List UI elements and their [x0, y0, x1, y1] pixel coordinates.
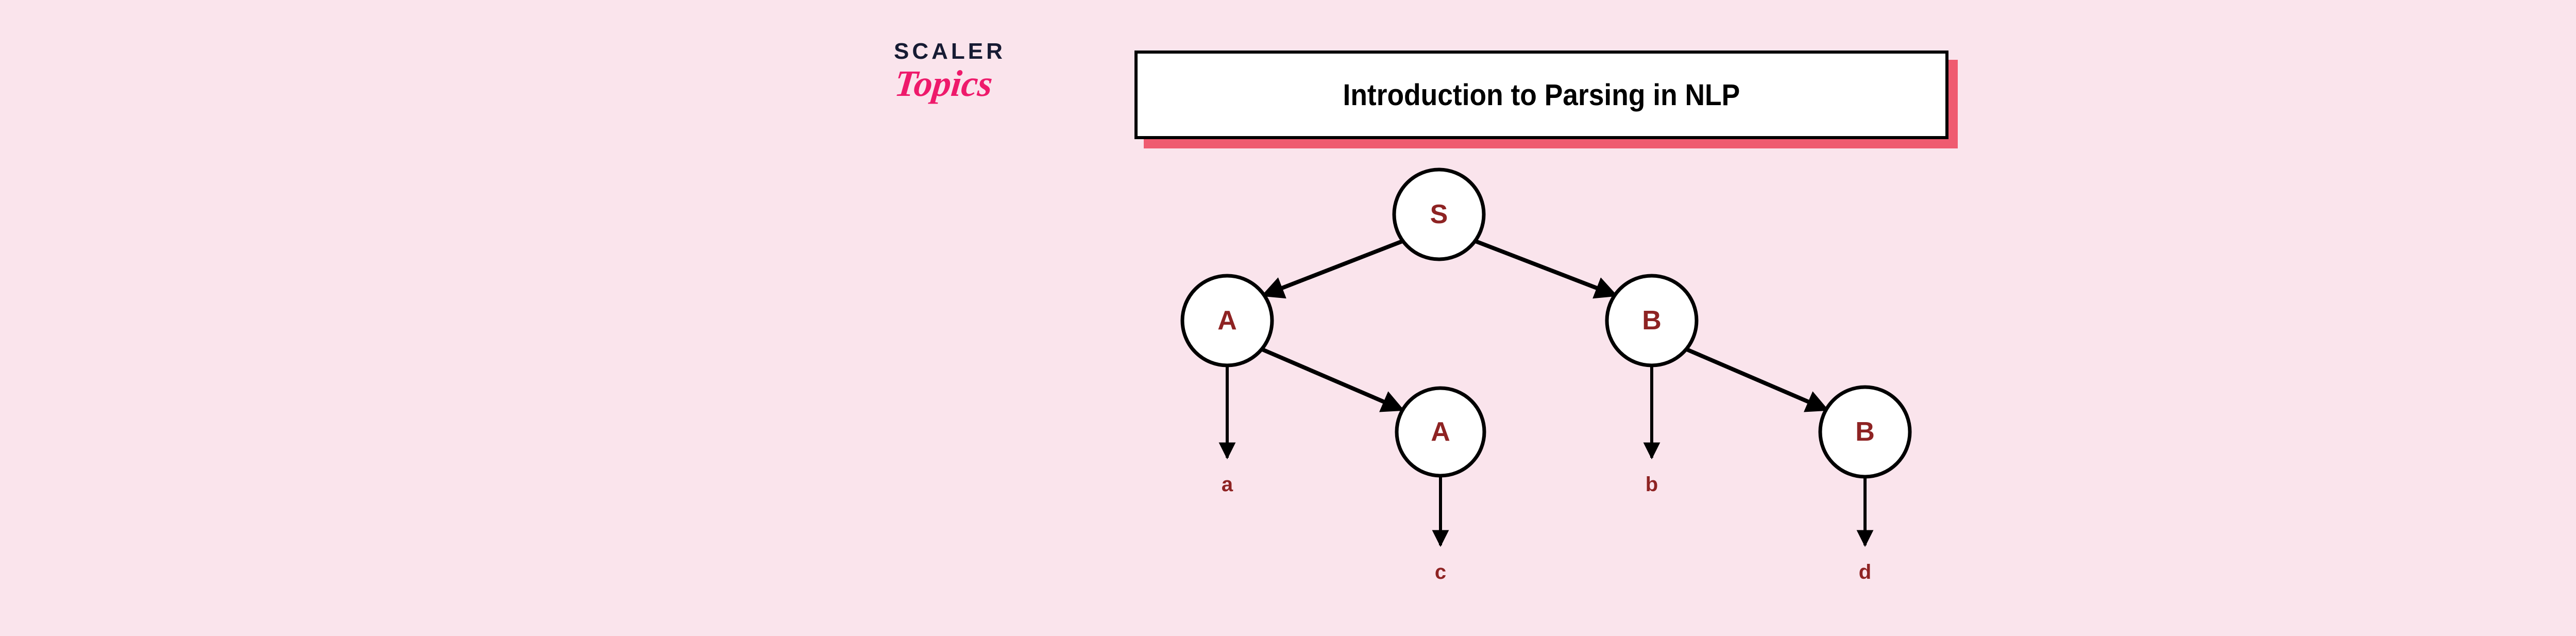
scaler-topics-logo: SCALER Topics [893, 39, 1028, 118]
node-circle-b1 [1605, 274, 1699, 367]
edge-b1-to-b2 [1686, 347, 1829, 412]
terminal-label-d: d [1859, 561, 1871, 583]
node-circle-a1 [1180, 274, 1274, 367]
tree-node-a1[interactable]: A [1180, 274, 1274, 367]
tree-node-b1[interactable]: B [1605, 274, 1699, 367]
brand-wordmark: SCALER [894, 39, 1006, 64]
node-circle-b2 [1818, 385, 1912, 479]
node-label-b2: B [1855, 417, 1875, 447]
tree-node-b2[interactable]: B [1818, 385, 1912, 479]
node-label-s: S [1430, 199, 1448, 229]
terminal-label-a: a [1222, 473, 1233, 496]
tree-edges [1218, 239, 1874, 547]
tree-terminals: a c b d [1222, 473, 1871, 583]
node-circle-s [1392, 168, 1486, 261]
node-label-b1: B [1642, 306, 1662, 336]
tree-node-s[interactable]: S [1392, 168, 1486, 261]
edge-s-to-b1 [1475, 239, 1618, 299]
edge-a1-to-a2 [1261, 347, 1405, 412]
edge-s-to-a1 [1261, 239, 1403, 299]
terminal-label-c: c [1435, 561, 1446, 583]
terminal-label-b: b [1646, 473, 1658, 496]
title-banner-box: Introduction to Parsing in NLP [1134, 51, 1948, 139]
page-title: Introduction to Parsing in NLP [1343, 78, 1740, 112]
tree-node-a2[interactable]: A [1395, 386, 1486, 478]
node-label-a2: A [1431, 417, 1450, 447]
node-label-a1: A [1217, 306, 1237, 336]
node-circle-a2 [1395, 386, 1486, 478]
tree-nodes: S A B A B [1180, 168, 1912, 479]
title-banner: Introduction to Parsing in NLP [1134, 51, 1958, 148]
